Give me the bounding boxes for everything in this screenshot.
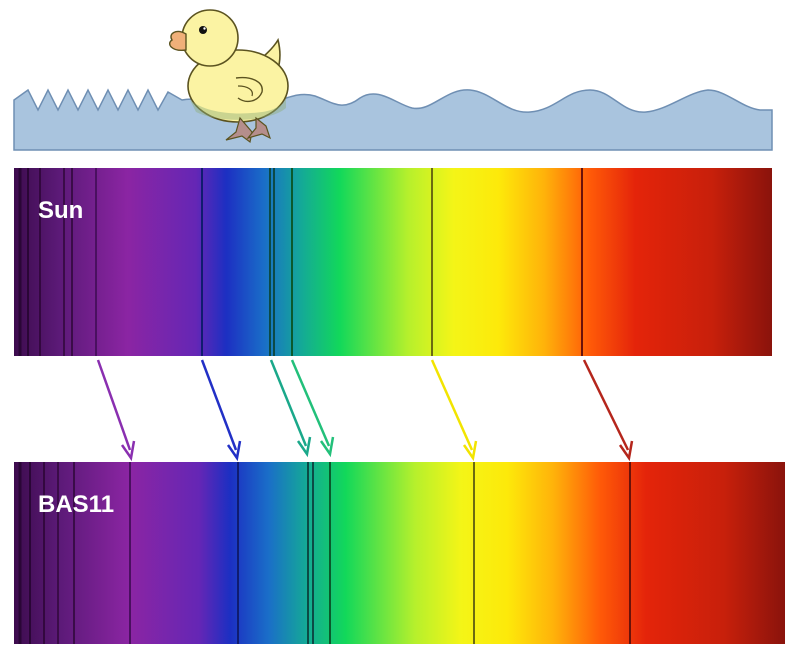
duck-foot: [225, 116, 253, 144]
arrow-blue: [200, 359, 242, 462]
bas11-label: BAS11: [38, 491, 114, 518]
arrow-yellow: [430, 359, 478, 462]
duck-wing: [235, 76, 263, 103]
sun-label: Sun: [38, 197, 83, 224]
bas11-spectrum: BAS11: [14, 462, 785, 644]
water-surface: [13, 88, 773, 151]
sun-spectrum-band: [14, 168, 772, 356]
bas11-spectrum-band: [14, 462, 785, 644]
arrow-purple: [96, 359, 136, 462]
redshift-arrows: [96, 359, 634, 462]
duck-eye: [199, 26, 207, 34]
arrow-green: [290, 359, 335, 458]
duck-illustration: [169, 9, 289, 144]
duck-head: [181, 9, 239, 67]
water-waves: [13, 88, 773, 151]
arrow-teal: [269, 359, 312, 458]
arrow-red: [582, 359, 634, 462]
bas11-absorption-lines: [18, 462, 631, 644]
sun-absorption-lines: [18, 168, 583, 356]
duck-beak: [169, 30, 187, 52]
sun-spectrum: Sun: [14, 168, 772, 356]
